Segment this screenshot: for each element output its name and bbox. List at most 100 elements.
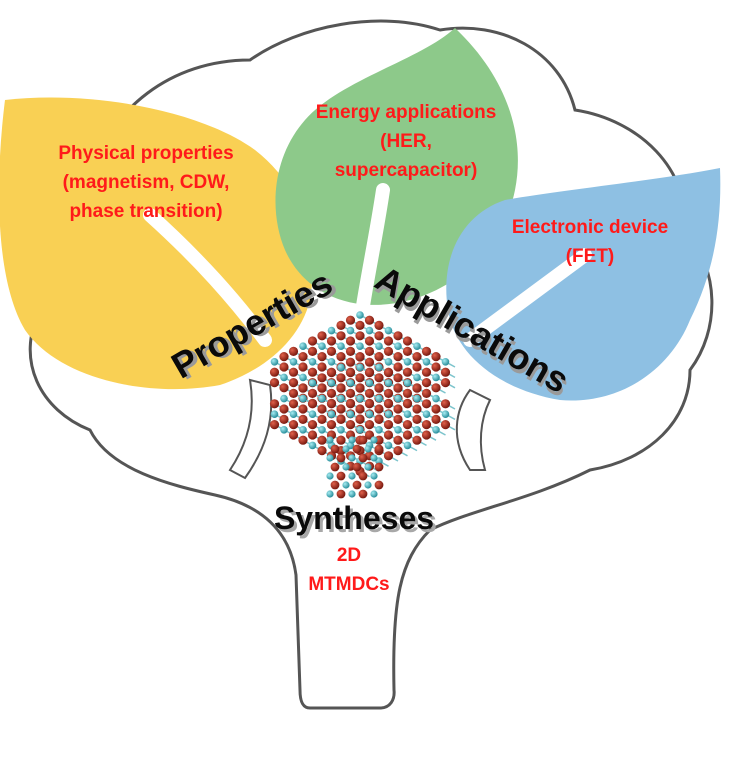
chalcogen-atom bbox=[345, 315, 356, 325]
metal-atom bbox=[364, 463, 372, 471]
chalcogen-atom bbox=[402, 430, 413, 440]
chalcogen-atom bbox=[383, 346, 394, 356]
chalcogen-atom bbox=[440, 399, 451, 409]
chalcogen-atom bbox=[345, 388, 356, 398]
chalcogen-atom bbox=[317, 435, 327, 445]
chalcogen-atom bbox=[412, 352, 422, 362]
chalcogen-atom bbox=[402, 336, 413, 346]
chalcogen-atom bbox=[355, 320, 365, 330]
chalcogen-atom bbox=[279, 362, 289, 372]
metal-atom bbox=[318, 394, 326, 403]
metal-atom bbox=[370, 436, 378, 444]
metal-atom bbox=[327, 410, 336, 419]
syntheses-label-shadow: Syntheses bbox=[277, 503, 437, 539]
chalcogen-atom bbox=[393, 435, 403, 445]
energy-line1: Energy applications bbox=[316, 102, 497, 123]
chalcogen-atom bbox=[326, 368, 337, 378]
chalcogen-atom bbox=[374, 352, 384, 362]
metal-atom bbox=[384, 358, 393, 366]
chalcogen-atom bbox=[330, 444, 340, 454]
chalcogen-atom bbox=[364, 420, 375, 430]
metal-atom bbox=[422, 410, 431, 419]
trunk-inner-outline bbox=[228, 378, 273, 480]
metal-atom bbox=[326, 472, 334, 480]
chalcogen-atom bbox=[326, 336, 337, 346]
metal-atom bbox=[337, 363, 345, 372]
chalcogen-atom bbox=[374, 373, 384, 383]
metal-atom bbox=[318, 342, 326, 351]
chalcogen-atom bbox=[421, 399, 432, 409]
metal-atom bbox=[365, 326, 374, 335]
physical-line1: Physical properties bbox=[58, 143, 233, 164]
chalcogen-atom bbox=[336, 331, 346, 341]
chalcogen-atom bbox=[298, 414, 308, 424]
chalcogen-atom bbox=[374, 480, 384, 490]
metal-atom bbox=[308, 410, 317, 419]
chalcogen-atom bbox=[364, 346, 375, 356]
chalcogen-atom bbox=[317, 446, 327, 456]
chalcogen-atom bbox=[307, 367, 318, 377]
chalcogen-atom bbox=[269, 367, 280, 377]
energy-line3: supercapacitor) bbox=[335, 160, 478, 181]
chalcogen-atom bbox=[336, 383, 346, 393]
chalcogen-atom bbox=[326, 388, 337, 398]
chalcogen-atom bbox=[288, 378, 299, 388]
chalcogen-atom bbox=[402, 346, 413, 356]
chalcogen-atom bbox=[431, 414, 441, 424]
metal-atom bbox=[342, 445, 350, 453]
energy-applications-leaf bbox=[275, 28, 518, 305]
chalcogen-atom bbox=[383, 430, 394, 440]
chalcogen-atom bbox=[374, 414, 384, 424]
chalcogen-atom bbox=[345, 399, 356, 409]
energy-line2: (HER, bbox=[380, 131, 432, 152]
electronic-line2: (FET) bbox=[566, 246, 615, 267]
chalcogen-atom bbox=[421, 430, 432, 440]
chalcogen-atom bbox=[358, 489, 368, 499]
chalcogen-atom bbox=[412, 362, 422, 372]
chalcogen-atom bbox=[393, 414, 403, 424]
chalcogen-atom bbox=[364, 368, 375, 378]
metal-atom bbox=[375, 426, 383, 434]
chalcogen-atom bbox=[383, 388, 394, 398]
metal-atom bbox=[375, 394, 383, 403]
metal-atom bbox=[308, 358, 317, 366]
electronic-device-text: Electronic device (FET) bbox=[512, 217, 668, 267]
metal-atom bbox=[413, 342, 421, 351]
chalcogen-atom bbox=[326, 420, 337, 430]
metal-atom bbox=[327, 326, 336, 335]
metal-atom bbox=[337, 394, 345, 403]
trunk-inner-outline-right bbox=[455, 388, 492, 471]
chalcogen-atom bbox=[345, 346, 356, 356]
electronic-device-leaf bbox=[446, 168, 721, 401]
metal-atom bbox=[394, 394, 402, 403]
chalcogen-atom bbox=[364, 399, 375, 409]
chalcogen-atom bbox=[421, 378, 432, 388]
metal-atom bbox=[346, 379, 355, 387]
chalcogen-atom bbox=[307, 346, 318, 356]
metal-atom bbox=[299, 342, 307, 351]
metal-atom bbox=[326, 454, 334, 462]
chalcogen-atom bbox=[352, 480, 362, 490]
chalcogen-atom bbox=[374, 462, 384, 472]
chalcogen-atom bbox=[336, 489, 346, 499]
chalcogen-atom bbox=[402, 388, 413, 398]
chalcogen-atom bbox=[421, 346, 432, 356]
metal-atom bbox=[364, 445, 372, 453]
chalcogen-atom bbox=[364, 315, 375, 325]
physical-properties-leaf bbox=[0, 97, 313, 390]
chalcogen-atom bbox=[393, 404, 403, 414]
physical-properties-text: Physical properties (magnetism, CDW, pha… bbox=[58, 143, 233, 222]
chalcogen-atom bbox=[374, 404, 384, 414]
chalcogen-atom bbox=[374, 383, 384, 393]
chalcogen-atom bbox=[336, 373, 346, 383]
chalcogen-atom bbox=[279, 352, 289, 362]
metal-atom bbox=[299, 394, 307, 403]
chalcogen-atom bbox=[317, 404, 327, 414]
metal-atom bbox=[370, 490, 378, 498]
chalcogen-atom bbox=[412, 435, 422, 445]
metal-atom bbox=[384, 410, 393, 419]
chalcogen-atom bbox=[326, 346, 337, 356]
chalcogen-atom bbox=[421, 420, 432, 430]
chalcogen-atom bbox=[336, 453, 346, 463]
metal-atom bbox=[348, 436, 356, 444]
